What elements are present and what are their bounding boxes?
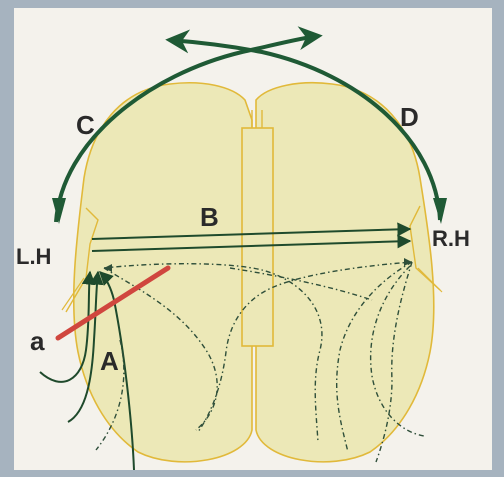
- label-rh: R.H: [432, 228, 470, 250]
- label-a-small: a: [30, 328, 44, 354]
- label-d: D: [400, 104, 419, 130]
- arc-c-base-arrow: [52, 198, 66, 224]
- label-c: C: [76, 112, 95, 138]
- label-a-big: A: [100, 348, 119, 374]
- arc-d-base-arrow: [433, 198, 447, 224]
- label-lh: L.H: [16, 246, 51, 268]
- corpus-callosum: [242, 128, 273, 346]
- label-b: B: [200, 204, 219, 230]
